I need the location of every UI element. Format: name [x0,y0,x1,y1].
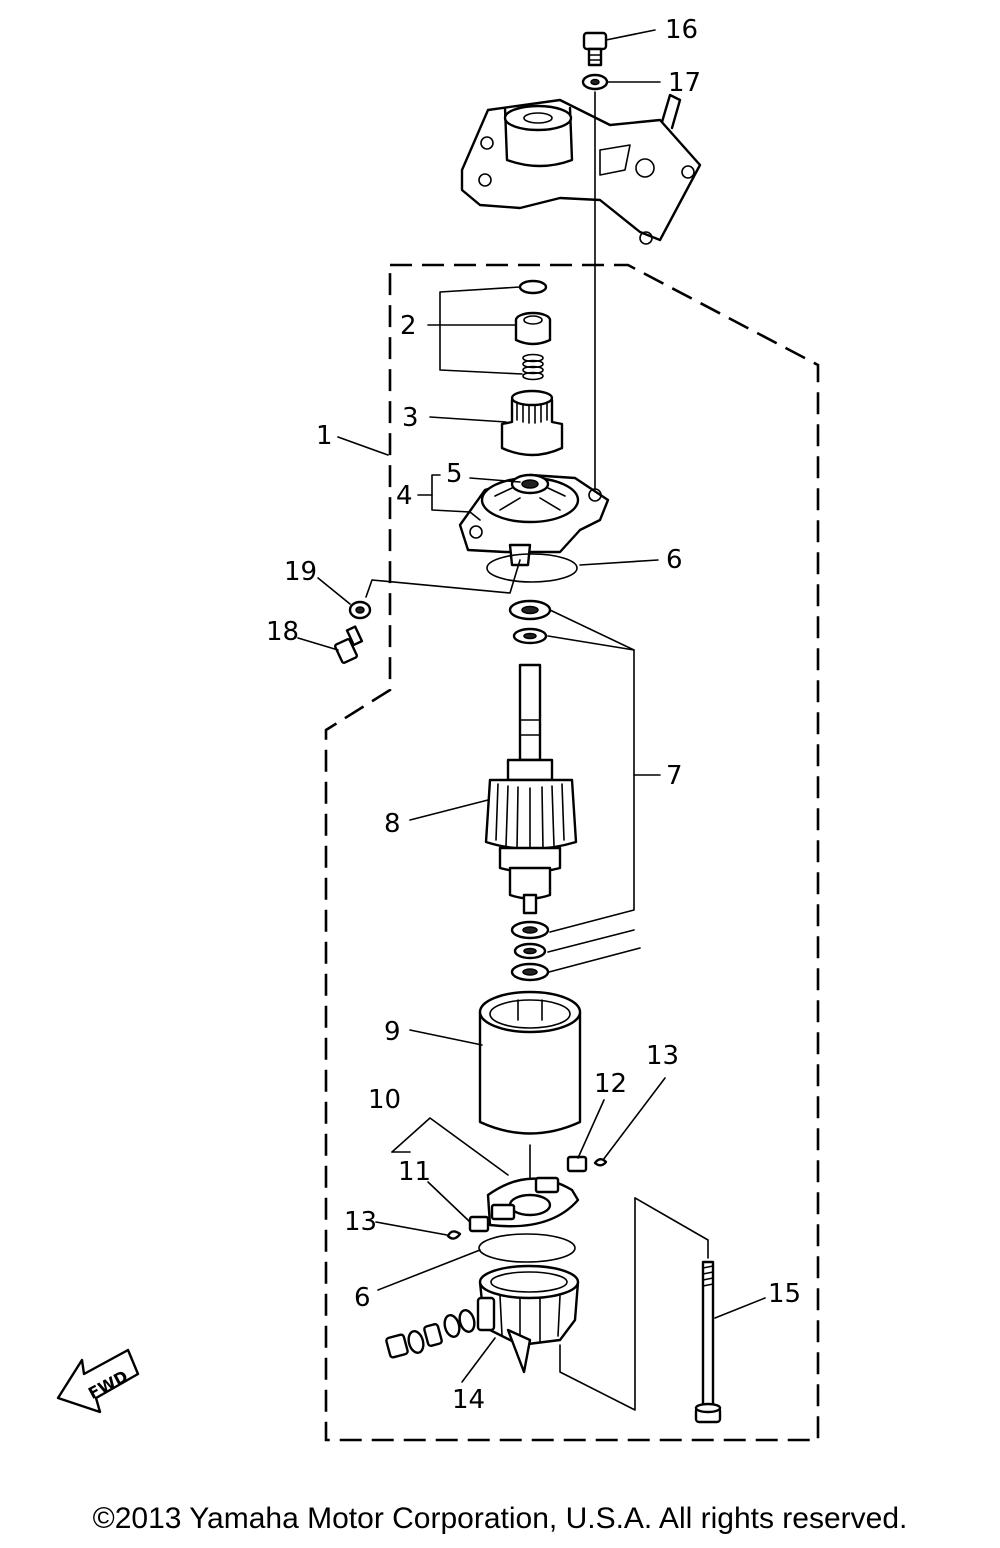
part-15-through-bolt [694,1260,722,1424]
leader-lines [297,29,766,1383]
label-10: 10 [368,1085,401,1115]
bracket-15-top [634,1197,709,1259]
label-12: 12 [594,1069,627,1099]
part-10-brush-holder [486,1176,580,1228]
label-19: 19 [284,557,317,587]
label-14: 14 [452,1385,485,1415]
label-5: 5 [446,459,463,489]
part-12-brush [566,1155,588,1173]
part-7-washers-bottom [510,920,550,982]
label-6-bottom: 6 [354,1283,371,1313]
bracket-7-c [547,929,635,953]
copyright-notice: ©2013 Yamaha Motor Corporation, U.S.A. A… [92,1502,908,1535]
label-17: 17 [668,68,701,98]
assembly-dashed-boundary [324,263,820,1442]
part-13-screw-top [593,1158,608,1167]
part-14-rear-cover [476,1264,580,1374]
bracket-15-bottom [559,1197,636,1411]
part-4-front-housing [458,473,610,567]
label-13-bottom: 13 [344,1207,377,1237]
part-6-gasket-bottom [478,1233,576,1263]
label-7: 7 [666,761,683,791]
label-4: 4 [396,481,413,511]
label-13-top: 13 [646,1041,679,1071]
label-8: 8 [384,809,401,839]
part-16-bolt [582,31,608,67]
part-7-washers-top [508,599,552,645]
label-6-top: 6 [666,545,683,575]
fwd-arrow-icon: FWD [56,1348,140,1414]
label-16: 16 [665,15,698,45]
label-3: 3 [402,403,419,433]
part-9-yoke [478,990,582,1135]
label-15: 15 [768,1279,801,1309]
lead-wire [365,559,521,598]
mounting-bracket [460,93,702,245]
bracket-7-d [548,947,641,973]
label-18: 18 [266,617,299,647]
label-1: 1 [316,421,333,451]
part-19-nut [348,600,372,620]
bracket-7-b [547,635,635,651]
part-2-pinion-kit [514,279,552,381]
terminal-hardware [385,1309,476,1359]
part-17-washer [581,73,609,91]
part-8-armature [484,663,578,915]
part-number-labels: 16 17 2 3 1 5 4 6 19 18 7 8 9 13 12 10 1… [266,15,801,1415]
part-11-brush [468,1215,490,1233]
label-2: 2 [400,311,417,341]
label-9: 9 [384,1017,401,1047]
part-3-drive-gear [500,389,564,457]
label-11: 11 [398,1157,431,1187]
part-6-gasket-top [486,553,578,583]
bracket-7-a [549,609,635,933]
part-13-screw-bottom [446,1230,462,1240]
part-18-bolt [333,625,364,664]
